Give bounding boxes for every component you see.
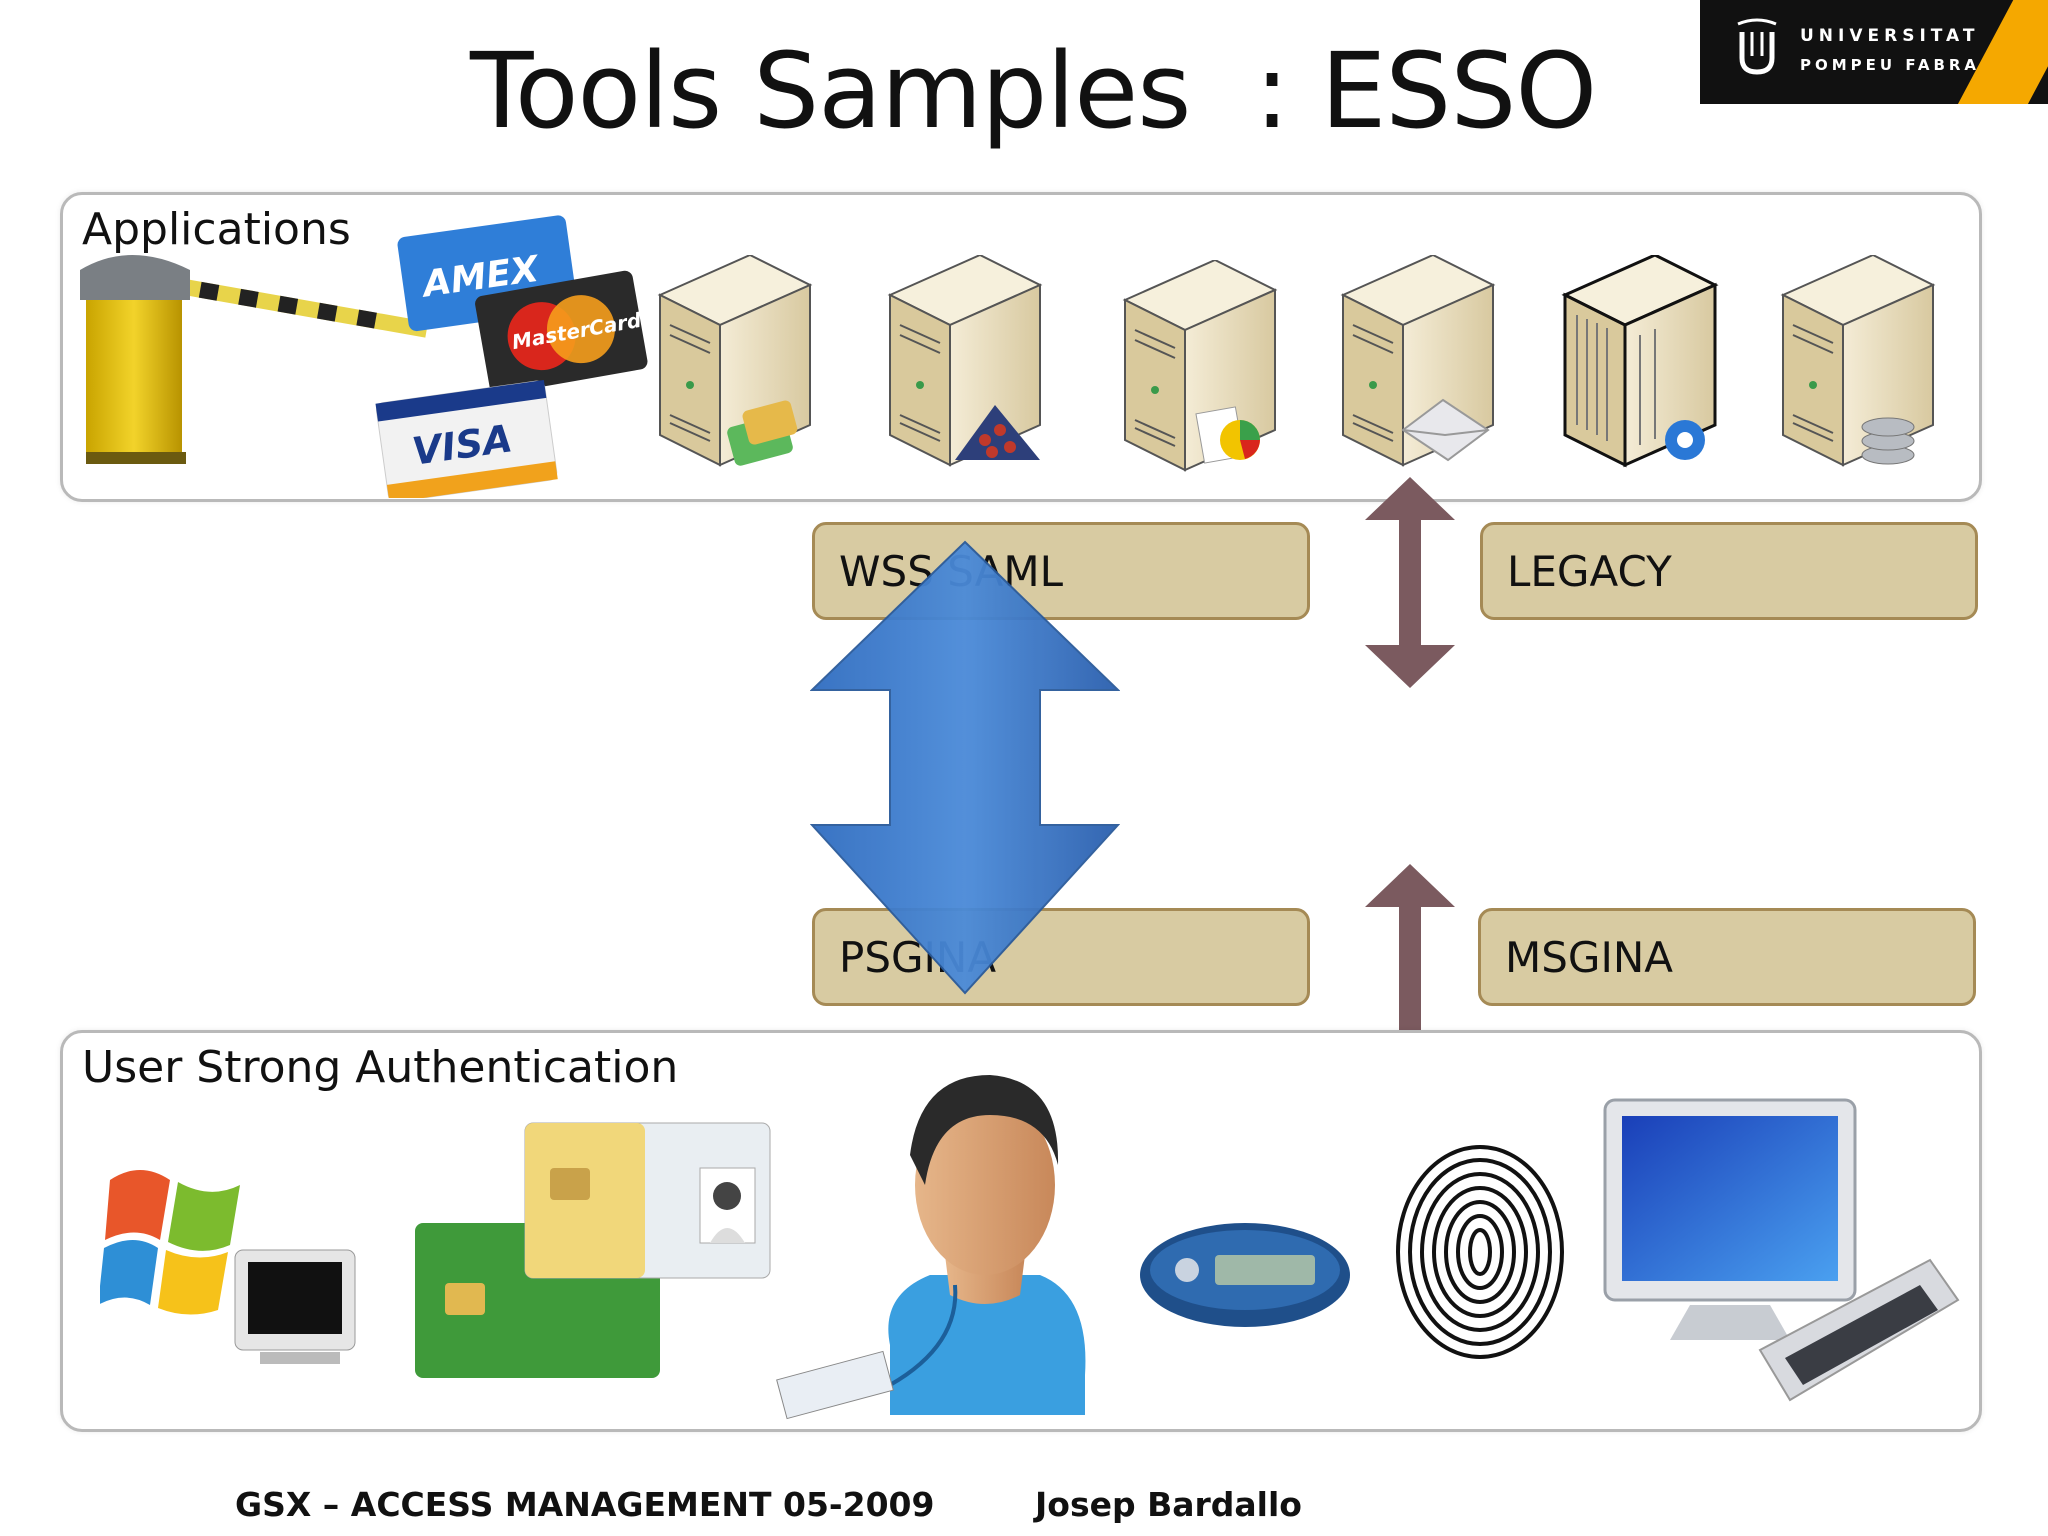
windows-logon-icon bbox=[100, 1170, 356, 1364]
computer-workstation-icon bbox=[1603, 1098, 1960, 1402]
mail-server-icon bbox=[1340, 255, 1496, 467]
user-avatar-icon bbox=[776, 1075, 1086, 1420]
otp-token-icon bbox=[1140, 1223, 1350, 1327]
barrier-gate-icon bbox=[80, 255, 429, 464]
fingerprint-icon bbox=[1396, 1145, 1564, 1359]
application-server-icon bbox=[1561, 255, 1719, 468]
applications-label: Applications bbox=[82, 204, 351, 255]
university-emblem-icon bbox=[1737, 18, 1777, 75]
big-double-arrow-icon bbox=[810, 540, 1120, 995]
psgina-box: PSGINA bbox=[812, 908, 1310, 1006]
logo-line-1: UNIVERSITAT bbox=[1800, 26, 1980, 46]
legacy-label: LEGACY bbox=[1507, 546, 1672, 596]
legacy-box: LEGACY bbox=[1480, 522, 1978, 620]
msgina-double-arrow-icon bbox=[1365, 864, 1455, 1075]
legacy-double-arrow-icon bbox=[1365, 477, 1455, 688]
university-logo: UNIVERSITAT POMPEU FABRA bbox=[1700, 0, 2048, 104]
finance-server-icon bbox=[657, 255, 813, 467]
credit-cards-icon: AMEX MasterCard VISA bbox=[375, 215, 648, 498]
footer-course: GSX – ACCESS MANAGEMENT 05-2009 bbox=[235, 1485, 935, 1524]
logo-accent-stripe bbox=[1949, 0, 2048, 104]
database-server-icon bbox=[1780, 255, 1936, 467]
msgina-label: MSGINA bbox=[1505, 932, 1673, 982]
id-smart-cards-icon bbox=[415, 1122, 771, 1378]
slide-title: Tools Samples : ESSO bbox=[470, 30, 1597, 152]
authentication-label: User Strong Authentication bbox=[82, 1042, 679, 1093]
footer-author: Josep Bardallo bbox=[1035, 1485, 1302, 1524]
msgina-box: MSGINA bbox=[1478, 908, 1976, 1006]
logo-line-2: POMPEU FABRA bbox=[1800, 56, 1981, 74]
network-server-icon bbox=[887, 255, 1043, 467]
reports-server-icon bbox=[1122, 260, 1278, 472]
